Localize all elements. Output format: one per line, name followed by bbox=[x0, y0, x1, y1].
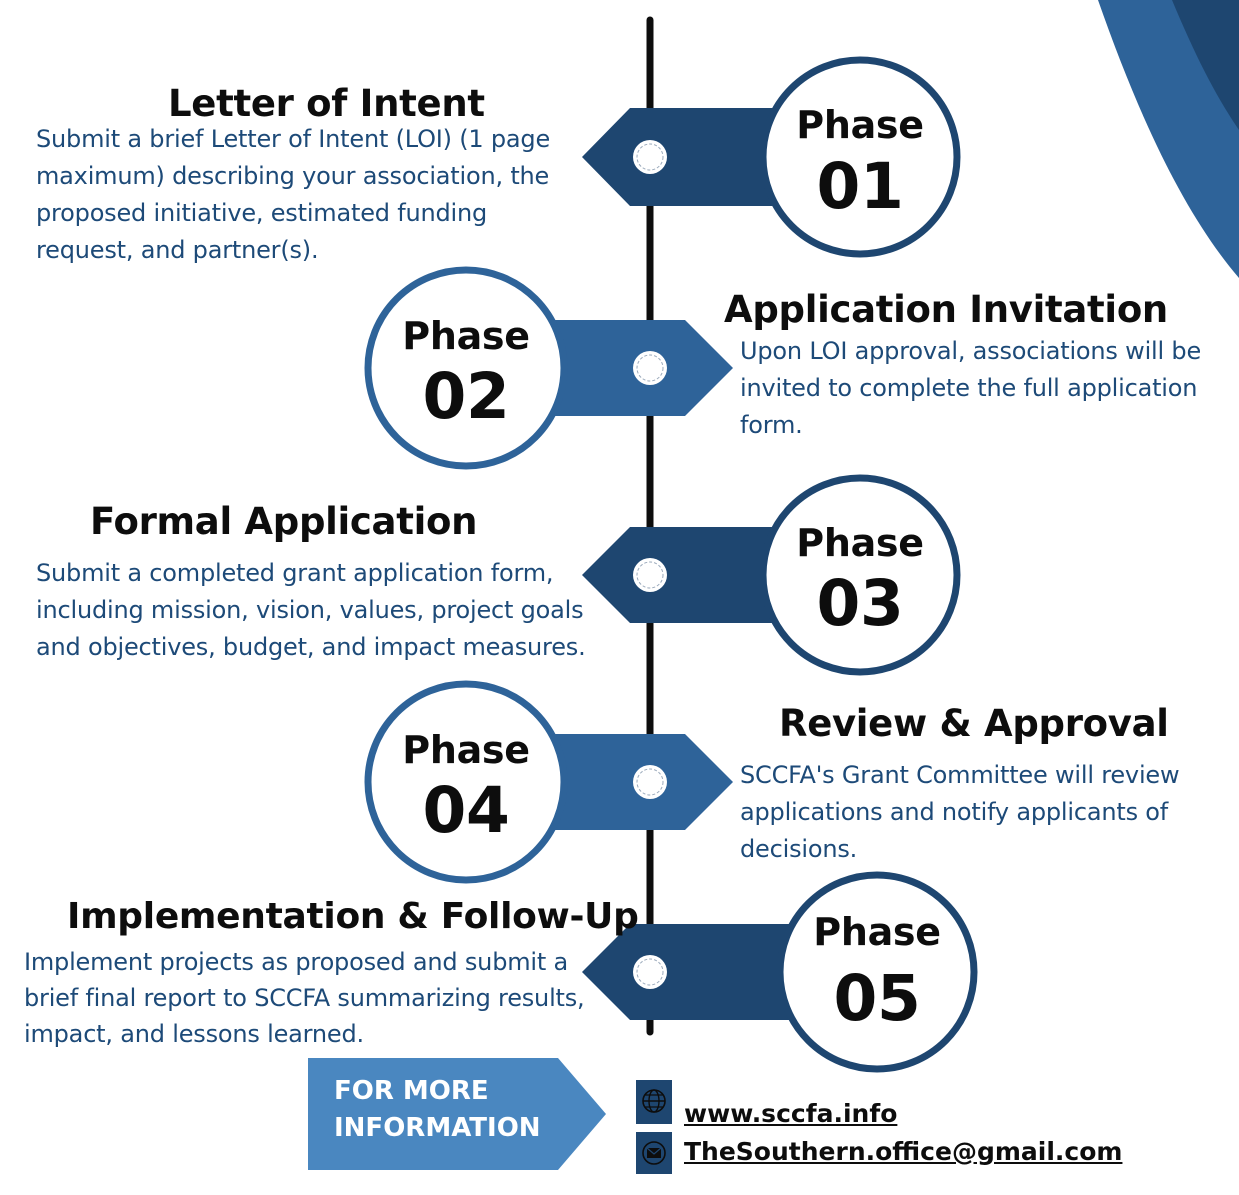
phase-03-number: 03 bbox=[816, 567, 904, 640]
website-link[interactable]: www.sccfa.info bbox=[684, 1099, 898, 1128]
phase-01-title: Letter of Intent bbox=[168, 82, 485, 125]
phase-04-title: Review & Approval bbox=[779, 702, 1169, 745]
phase-02-description: Upon LOI approval, associations will be … bbox=[740, 337, 1202, 439]
phase-03-title: Formal Application bbox=[90, 500, 478, 543]
phase-02-label: Phase bbox=[402, 314, 530, 358]
email-link[interactable]: TheSouthern.office@gmail.com bbox=[684, 1137, 1123, 1166]
globe-icon bbox=[636, 1080, 672, 1124]
phase-02-title: Application Invitation bbox=[724, 288, 1168, 331]
envelope-icon bbox=[636, 1132, 672, 1174]
phase-04-number: 04 bbox=[422, 774, 510, 847]
more-info-line-2: INFORMATION bbox=[334, 1113, 541, 1143]
phase-05-number: 05 bbox=[833, 962, 921, 1035]
phase-04-description: SCCFA's Grant Committee will review appl… bbox=[740, 761, 1180, 863]
phase-02-number: 02 bbox=[422, 360, 510, 433]
more-info-line-1: FOR MORE bbox=[334, 1076, 489, 1106]
phase-03-label: Phase bbox=[796, 521, 924, 565]
phase-04-label: Phase bbox=[402, 728, 530, 772]
phase-03-description: Submit a completed grant application for… bbox=[36, 559, 586, 661]
phase-05-label: Phase bbox=[813, 910, 941, 954]
phase-05-title: Implementation & Follow-Up bbox=[67, 896, 639, 937]
phase-01-label: Phase bbox=[796, 103, 924, 147]
more-info-text: FOR MORE INFORMATION bbox=[334, 1073, 541, 1147]
phase-01-description: Submit a brief Letter of Intent (LOI) (1… bbox=[36, 125, 551, 264]
phase-01-number: 01 bbox=[816, 150, 904, 223]
phase-05-description: Implement projects as proposed and submi… bbox=[24, 948, 585, 1048]
